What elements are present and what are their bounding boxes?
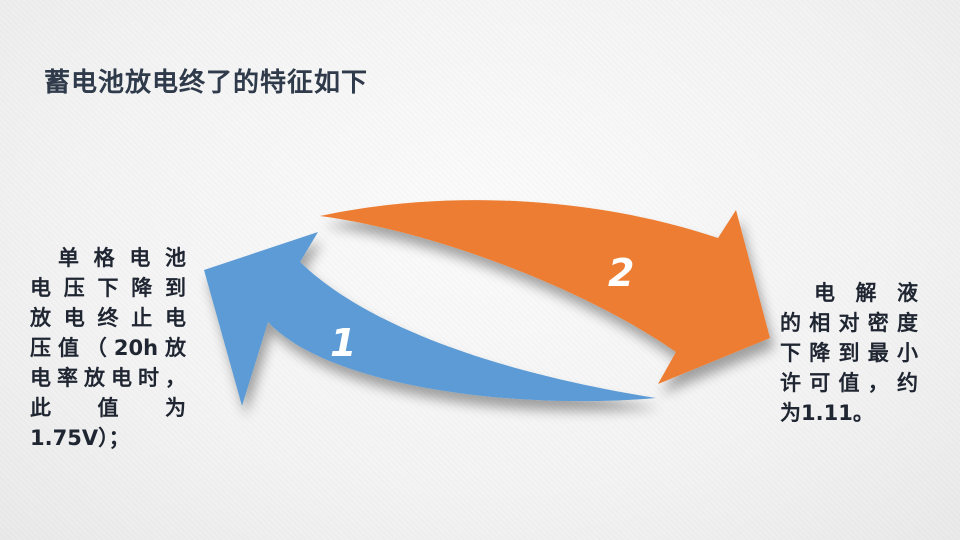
left-line-3: 放电终止电: [30, 306, 186, 330]
left-line-5: 电率放电时，: [30, 366, 186, 390]
arrow-1-label: 1: [330, 321, 356, 365]
left-line-4: 压值（20h放: [30, 336, 186, 360]
left-line-2: 电压下降到: [30, 276, 186, 300]
arrow-1-shape: [204, 232, 656, 406]
right-description: 电解液 的相对密度 下降到最小 许可值，约 为1.11。: [780, 278, 918, 428]
right-line-4: 许可值，约: [780, 371, 918, 395]
left-line-6: 此 值 为: [30, 396, 186, 420]
slide-title: 蓄电池放电终了的特征如下: [44, 68, 369, 98]
right-line-5: 为1.11。: [780, 401, 874, 425]
right-line-1: 电解液: [814, 281, 918, 305]
left-line-7: 1.75V）；: [30, 426, 130, 450]
left-description: 单格电池 电压下降到 放电终止电 压值（20h放 电率放电时， 此 值 为 1.…: [30, 243, 186, 453]
right-line-2: 的相对密度: [780, 311, 918, 335]
arrow-2-shape: [320, 200, 770, 384]
arrow-2-label: 2: [608, 251, 634, 295]
right-line-3: 下降到最小: [780, 341, 918, 365]
left-line-1: 单格电池: [58, 246, 186, 270]
